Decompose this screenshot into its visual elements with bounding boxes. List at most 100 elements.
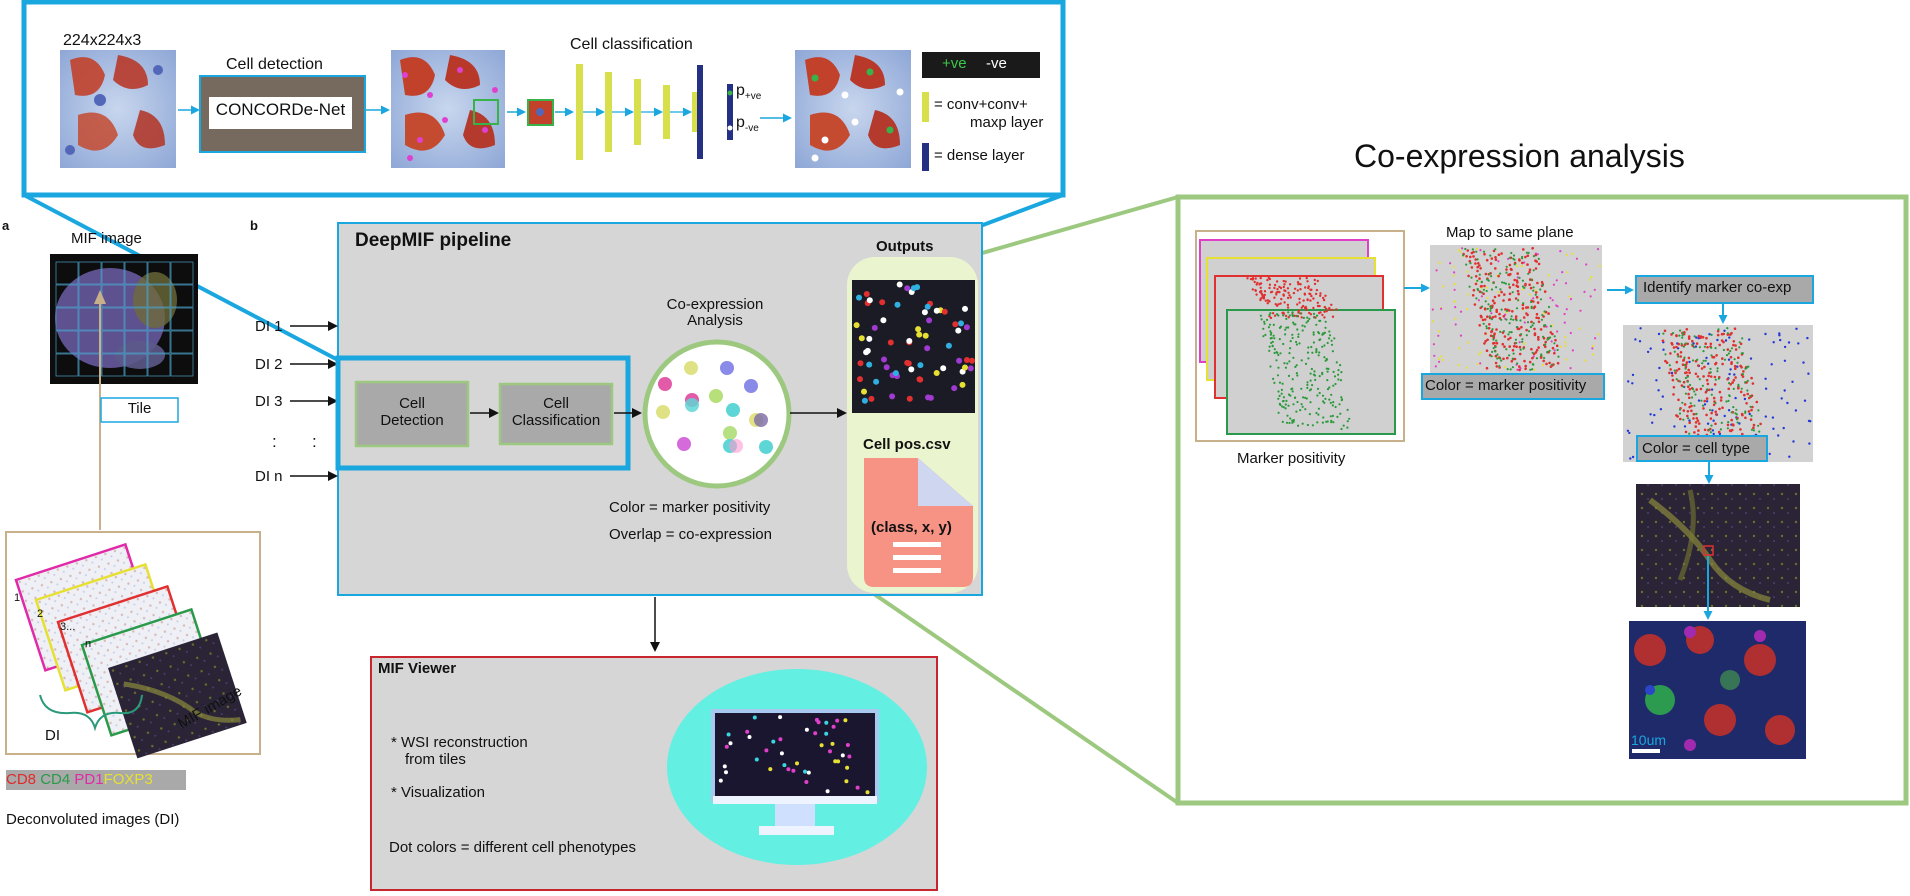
scatter-dot <box>1704 391 1708 394</box>
scatter-dot <box>1459 334 1463 337</box>
scatter-dot <box>1807 419 1811 423</box>
tile-grid-cell <box>147 284 171 308</box>
scatter-dot <box>1555 344 1559 348</box>
scatter-dot <box>1507 257 1510 260</box>
scatter-dot <box>1750 376 1753 380</box>
scatter-dot <box>1687 337 1691 340</box>
scatter-dot <box>1274 303 1277 306</box>
scatter-dot <box>1300 316 1303 319</box>
scatter-dot <box>1786 401 1789 405</box>
scatter-dot <box>1487 326 1491 330</box>
scatter-dot <box>1489 334 1493 338</box>
scatter-dot <box>1331 308 1334 312</box>
scatter-dot <box>1282 406 1285 409</box>
scatter-dot <box>1326 379 1329 382</box>
scatter-dot <box>922 332 929 339</box>
scatter-dot <box>1722 348 1725 352</box>
scatter-dot <box>1733 327 1737 331</box>
scatter-dot <box>1729 350 1732 353</box>
scatter-dot <box>1707 362 1710 365</box>
scatter-dot <box>1326 370 1329 373</box>
scatter-dot <box>1676 347 1680 350</box>
scatter-dot <box>892 370 899 377</box>
scatter-dot <box>1723 358 1727 361</box>
scatter-dot <box>1505 271 1508 274</box>
scatter-dot <box>1585 263 1588 266</box>
scatter-dot <box>1288 352 1291 355</box>
scatter-dot <box>1507 298 1511 302</box>
scatter-dot <box>1337 369 1340 372</box>
scatter-dot <box>1731 381 1734 384</box>
scatter-dot <box>1537 335 1540 339</box>
scatter-dot <box>1268 349 1271 352</box>
scatter-dot <box>857 376 863 383</box>
scatter-dot <box>1695 388 1698 391</box>
scatter-dot <box>1497 291 1500 294</box>
scatter-dot <box>1297 309 1300 312</box>
scatter-dot <box>1513 278 1516 282</box>
scatter-dot <box>1476 363 1479 366</box>
scatter-dot <box>1715 354 1718 357</box>
scatter-dot <box>1281 382 1284 385</box>
scatter-dot <box>1512 318 1515 321</box>
scatter-dot <box>1539 298 1543 301</box>
scatter-dot <box>1716 329 1720 333</box>
scatter-dot <box>1564 336 1567 339</box>
scatter-dot <box>1534 259 1537 263</box>
scatter-dot <box>1764 415 1768 418</box>
scatter-dot <box>1299 288 1302 291</box>
scatter-dot <box>1310 294 1313 298</box>
scatter-dot <box>1711 355 1714 359</box>
scatter-dot <box>1298 297 1301 301</box>
scatter-dot <box>1276 374 1280 377</box>
scatter-dot <box>1316 314 1319 317</box>
scatter-dot <box>724 770 728 775</box>
scatter-dot <box>1514 338 1517 341</box>
scatter-dot <box>1719 399 1723 402</box>
scatter-dot <box>1285 317 1288 320</box>
scatter-dot <box>1690 409 1693 413</box>
scatter-dot <box>1732 406 1735 409</box>
concorde-net-label: CONCORDe-Net <box>215 100 346 119</box>
scatter-dot <box>1710 393 1713 396</box>
scatter-dot <box>1726 377 1729 381</box>
scatter-dot <box>1525 334 1528 337</box>
legend-positive: +ve <box>942 55 967 72</box>
scatter-dot <box>1287 374 1291 377</box>
scatter-dot <box>1334 382 1337 386</box>
tile-grid-cell <box>101 307 125 331</box>
scatter-dot <box>1755 400 1759 404</box>
scatter-dot <box>1687 368 1690 372</box>
scatter-dot <box>1288 421 1291 425</box>
scatter-dot <box>1315 348 1318 351</box>
tile-grid-cell <box>147 261 171 285</box>
scatter-dot <box>1682 359 1685 362</box>
scatter-dot <box>1515 345 1518 349</box>
scatter-dot <box>951 385 958 392</box>
scatter-dot <box>1530 320 1533 324</box>
scatter-dot <box>1712 403 1716 407</box>
scatter-dot <box>1296 281 1300 284</box>
scatter-dot <box>940 365 947 372</box>
scatter-dot <box>1295 340 1298 344</box>
scatter-dot <box>1757 424 1760 427</box>
scatter-dot <box>1330 343 1334 346</box>
scatter-dot <box>1281 405 1284 408</box>
scatter-dot <box>1328 306 1331 310</box>
scatter-dot <box>1764 332 1767 336</box>
scatter-dot <box>1758 430 1761 433</box>
scatter-dot <box>1561 271 1564 274</box>
scatter-dot <box>1501 342 1505 346</box>
scatter-dot <box>1529 286 1533 290</box>
scatter-dot <box>1340 399 1343 402</box>
scatter-dot <box>1749 357 1753 360</box>
scatter-dot <box>1495 339 1498 342</box>
scatter-dot <box>1487 279 1490 282</box>
scatter-dot <box>1291 421 1294 424</box>
scatter-dot <box>1750 428 1754 431</box>
viewer-bullet-1a: * WSI reconstruction <box>391 734 528 751</box>
scatter-dot <box>1479 314 1483 318</box>
scatter-dot <box>1518 365 1521 368</box>
scatter-dot <box>1511 348 1515 352</box>
scatter-dot <box>1441 358 1445 362</box>
